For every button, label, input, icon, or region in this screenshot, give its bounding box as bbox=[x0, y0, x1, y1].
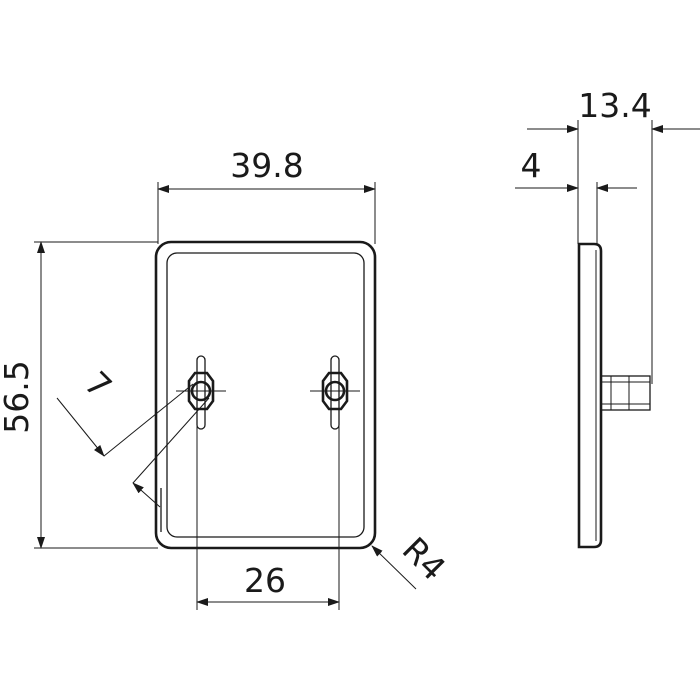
dim-hole-spacing: 26 bbox=[196, 425, 340, 610]
dim-width-label: 39.8 bbox=[230, 146, 303, 185]
left-nut bbox=[176, 355, 226, 430]
dim-height: 56.5 bbox=[0, 241, 158, 549]
dim-radius-label: R4 bbox=[395, 530, 454, 589]
right-nut bbox=[310, 355, 360, 430]
dim-thickness: 4 bbox=[515, 146, 637, 244]
plate-inner-outline bbox=[166, 252, 365, 538]
plate-outer-outline bbox=[154, 240, 377, 550]
side-view: 13.4 4 bbox=[515, 86, 700, 549]
side-stem bbox=[600, 375, 651, 411]
dim-width: 39.8 bbox=[157, 146, 376, 244]
dim-depth-label: 13.4 bbox=[578, 86, 651, 125]
dim-slot-label: 7 bbox=[77, 364, 119, 406]
dim-hole-spacing-label: 26 bbox=[244, 561, 286, 600]
side-plate-outline bbox=[577, 242, 603, 549]
front-view: 39.8 56.5 26 7 R4 bbox=[0, 146, 453, 610]
dim-height-label: 56.5 bbox=[0, 360, 36, 433]
dim-depth: 13.4 bbox=[527, 86, 700, 384]
dim-slot: 7 bbox=[56, 364, 210, 508]
dim-thickness-label: 4 bbox=[521, 146, 542, 185]
dim-radius: R4 bbox=[371, 530, 454, 590]
